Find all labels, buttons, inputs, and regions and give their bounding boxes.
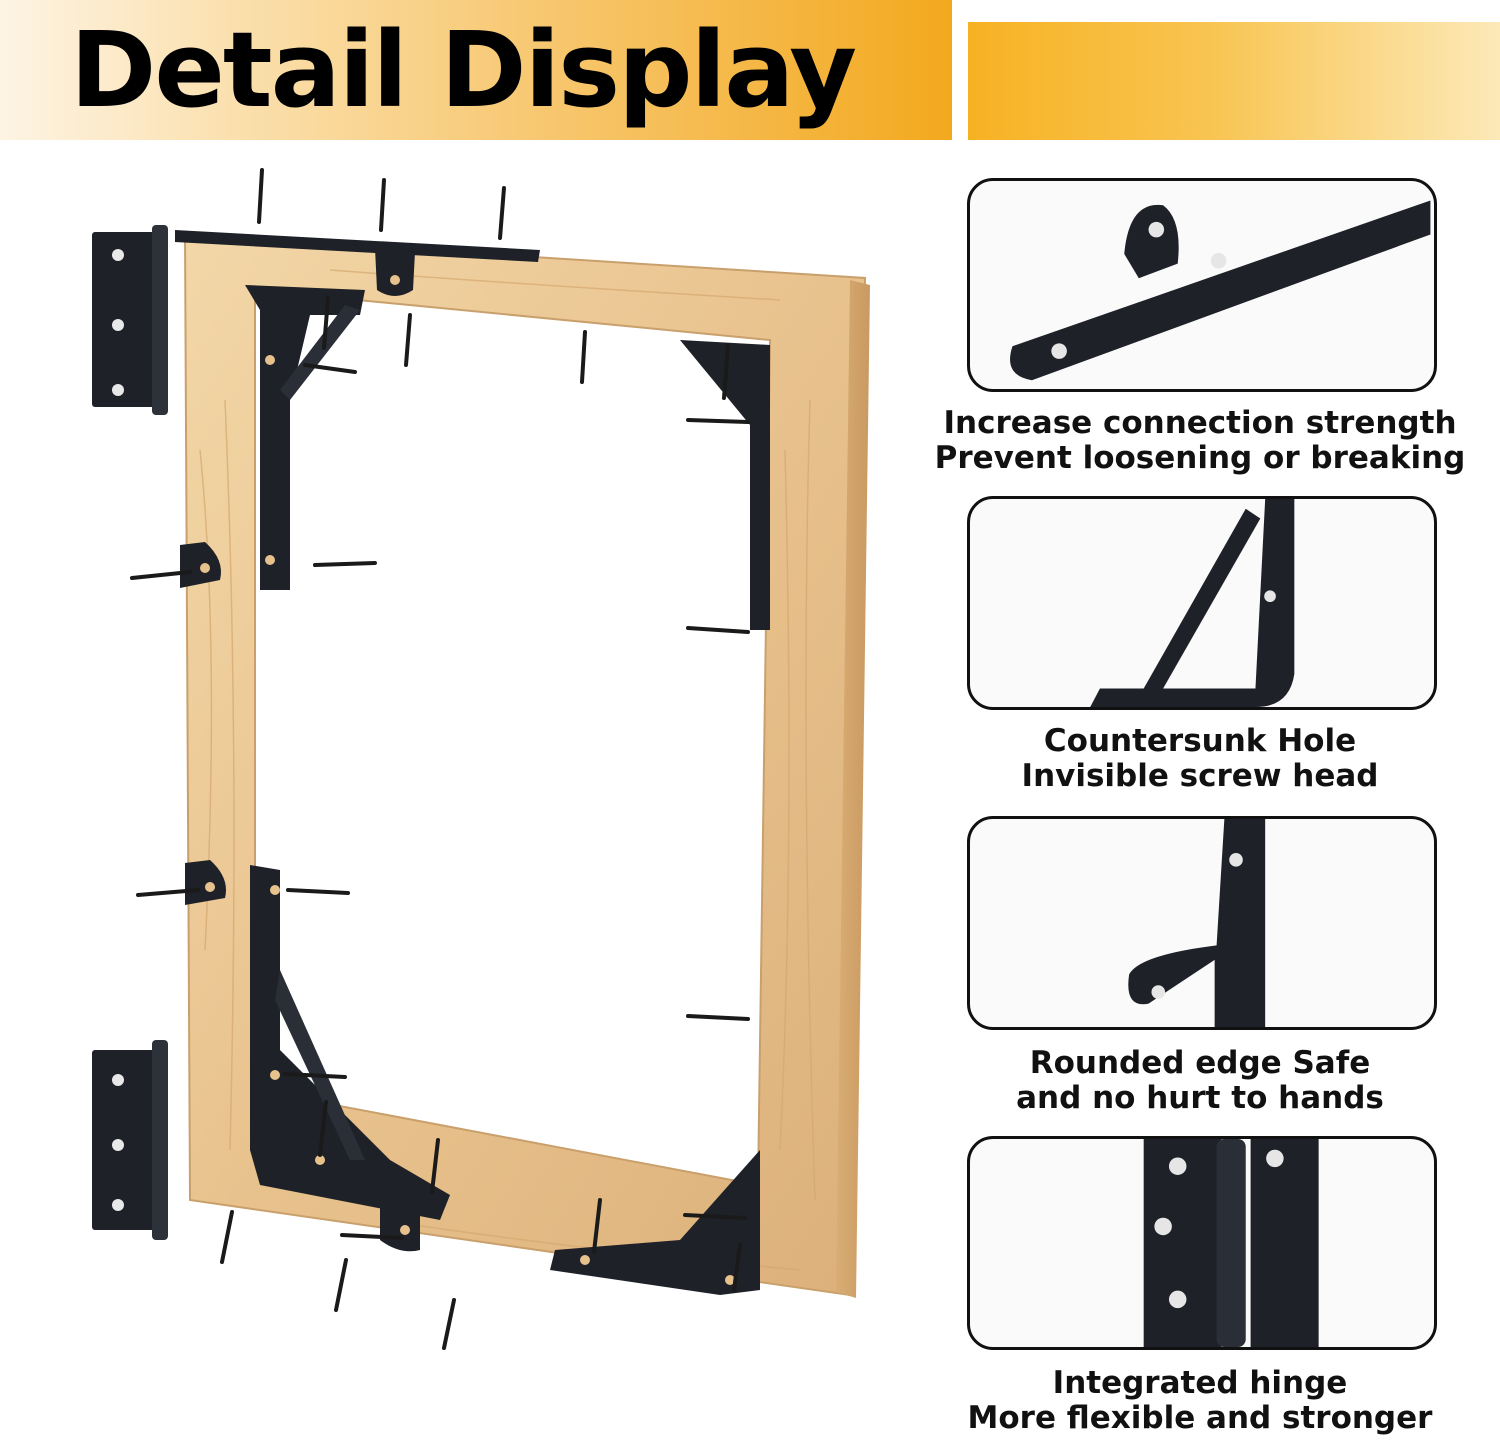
bracket-tab-icon bbox=[1010, 200, 1431, 381]
feature-panel-rounded-edge bbox=[967, 816, 1437, 1030]
side-banner bbox=[968, 22, 1500, 140]
title-banner bbox=[0, 0, 952, 140]
caption-line: Integrated hinge bbox=[1052, 1365, 1348, 1401]
rounded-tab-icon bbox=[1128, 819, 1266, 1027]
feature-panel-hinge bbox=[967, 1136, 1437, 1350]
caption-line: Invisible screw head bbox=[1021, 758, 1379, 794]
hinge-icon bbox=[1143, 1139, 1319, 1347]
caption-line: Rounded edge Safe bbox=[1029, 1045, 1371, 1081]
caption-line: Countersunk Hole bbox=[1043, 723, 1357, 759]
feature-caption-hinge: Integrated hinge More flexible and stron… bbox=[920, 1366, 1480, 1436]
corner-brace-icon bbox=[1090, 499, 1295, 707]
caption-line: and no hurt to hands bbox=[1016, 1080, 1384, 1116]
caption-line: Prevent loosening or breaking bbox=[934, 440, 1466, 476]
feature-panel-countersunk bbox=[967, 496, 1437, 710]
feature-caption-connection: Increase connection strength Prevent loo… bbox=[920, 406, 1480, 476]
caption-line: Increase connection strength bbox=[943, 405, 1457, 441]
caption-line: More flexible and stronger bbox=[967, 1400, 1433, 1436]
feature-caption-countersunk: Countersunk Hole Invisible screw head bbox=[920, 724, 1480, 794]
feature-panel-connection bbox=[967, 178, 1437, 392]
frame-illustration bbox=[92, 168, 870, 1350]
feature-caption-rounded-edge: Rounded edge Safe and no hurt to hands bbox=[920, 1046, 1480, 1116]
page-title: Detail Display bbox=[70, 9, 857, 131]
